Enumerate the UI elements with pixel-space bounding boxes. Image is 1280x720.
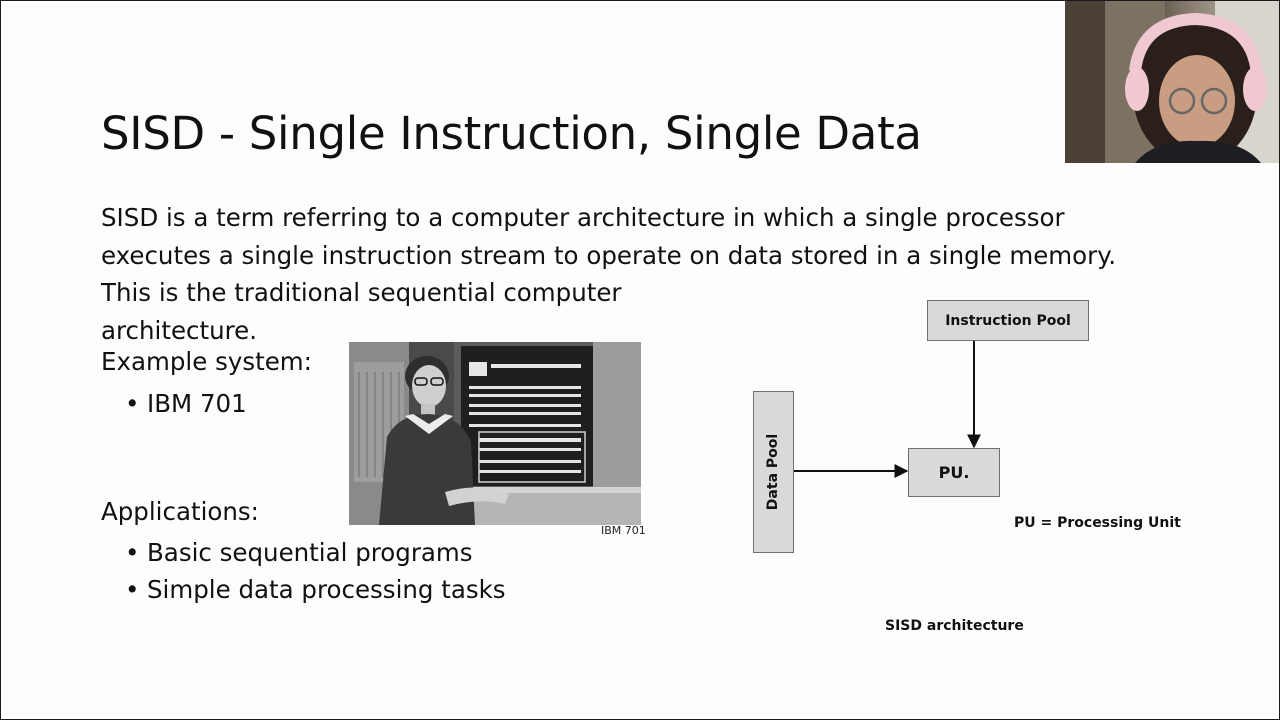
- photo-caption: IBM 701: [601, 524, 646, 537]
- data-pool-box: Data Pool: [753, 391, 794, 553]
- list-item: IBM 701: [125, 385, 247, 422]
- example-list: IBM 701: [125, 385, 247, 422]
- data-pool-label: Data Pool: [765, 433, 782, 511]
- diagram-caption: SISD architecture: [885, 618, 1024, 634]
- pu-legend: PU = Processing Unit: [1014, 515, 1181, 531]
- processing-unit-label: PU.: [938, 463, 970, 482]
- applications-label: Applications:: [101, 497, 259, 526]
- list-item: Simple data processing tasks: [125, 571, 506, 608]
- list-item: Basic sequential programs: [125, 534, 506, 571]
- ibm-701-photo: [349, 342, 641, 525]
- instruction-pool-box: Instruction Pool: [927, 300, 1089, 341]
- processing-unit-box: PU.: [908, 448, 1000, 497]
- paragraph-line: executes a single instruction stream to …: [101, 240, 1116, 270]
- definition-paragraph: SISD is a term referring to a computer a…: [101, 199, 1181, 349]
- example-system-label: Example system:: [101, 347, 312, 376]
- paragraph-line: This is the traditional sequential compu…: [101, 278, 622, 307]
- paragraph-line: SISD is a term referring to a computer a…: [101, 203, 1065, 232]
- instruction-pool-label: Instruction Pool: [945, 312, 1071, 329]
- presenter-webcam: [1065, 1, 1279, 163]
- slide-title: SISD - Single Instruction, Single Data: [101, 107, 922, 160]
- paragraph-line: architecture.: [101, 315, 258, 345]
- applications-list: Basic sequential programs Simple data pr…: [125, 534, 506, 608]
